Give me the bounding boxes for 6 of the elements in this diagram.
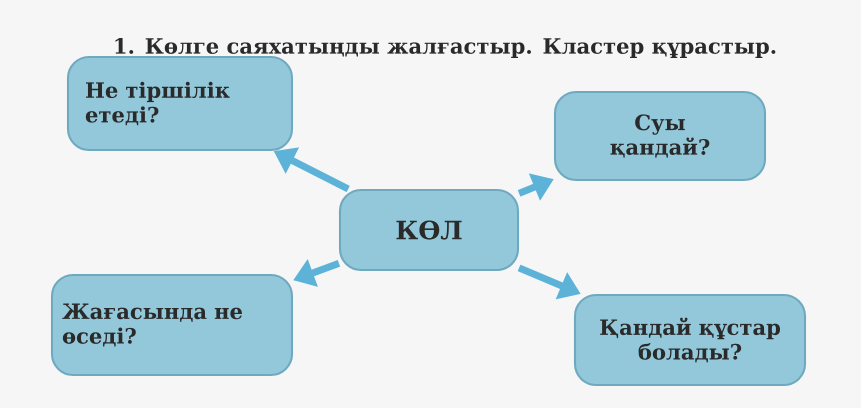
question-box: Жағасында не өседі? [50, 274, 294, 376]
question-box: Не тіршілік етеді? [66, 56, 294, 152]
heading: 1. Көлге саяхатыңды жалғастыр. Кластер құрастыр. [115, 38, 776, 58]
question-box: Суы қандай? [554, 90, 766, 182]
question-box: Қандай құстар болады? [574, 294, 806, 386]
topic-box: КӨЛ [338, 188, 520, 272]
